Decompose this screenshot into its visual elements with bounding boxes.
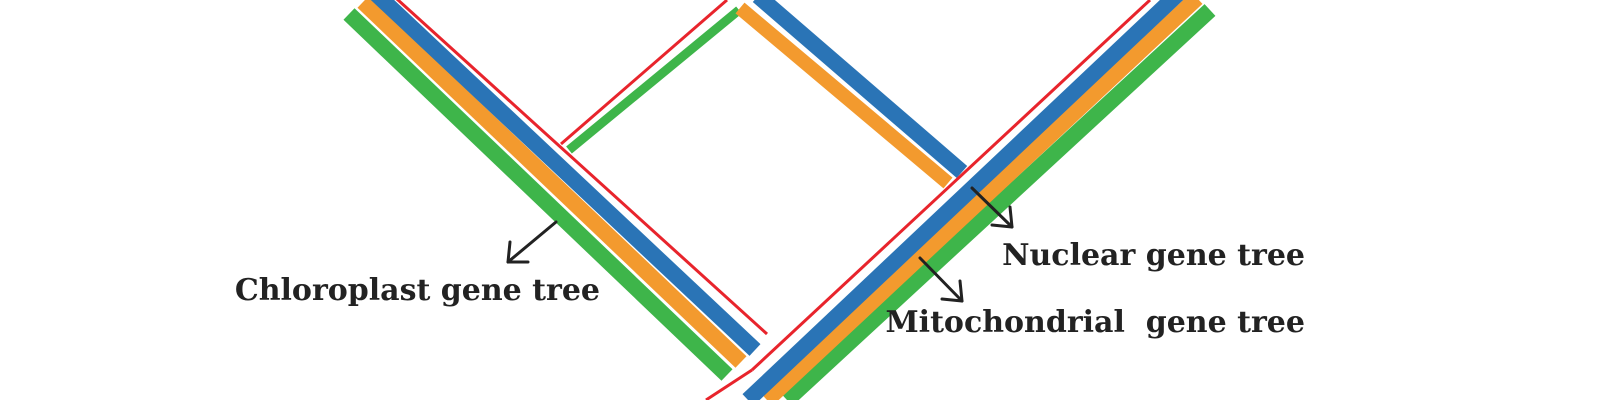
right-branch-green-line: [781, 4, 1216, 400]
gene-tree-branches: [343, 0, 1216, 400]
inner-branch-green-line: [566, 6, 742, 154]
left-branch-orange-line: [357, 0, 747, 368]
right-branch-bundle: [705, 0, 1216, 400]
middle-branch-orange-line: [735, 2, 953, 189]
chloroplast-gene-tree-label: Chloroplast gene tree: [235, 273, 600, 308]
nuclear-arrowhead: [990, 205, 1014, 229]
middle-branch-blue-line: [752, 0, 968, 179]
nuclear-gene-tree-label: Nuclear gene tree: [1002, 238, 1305, 273]
right-branch-blue-line: [742, 0, 1184, 400]
mitochondrial-arrow: [918, 256, 964, 303]
left-branch-bundle: [343, 0, 769, 381]
left-branch-green-line: [343, 8, 733, 381]
nuclear-arrow: [970, 186, 1014, 229]
chloroplast-arrow: [506, 220, 558, 264]
chloroplast-arrowhead: [506, 240, 530, 264]
nuclear-arrow-shaft: [970, 186, 1014, 229]
mitochondrial-arrow-shaft: [918, 256, 964, 303]
root-red-stub-line: [705, 368, 753, 400]
chloroplast-arrow-shaft: [506, 220, 558, 264]
left-branch-blue-line: [370, 0, 761, 356]
inner-small-branch: [560, 0, 742, 154]
right-branch-red-line: [750, 0, 1152, 372]
inner-branch-red-line: [560, 0, 728, 146]
left-branch-red-line: [395, 0, 769, 336]
mitochondrial-gene-tree-label: Mitochondrial gene tree: [885, 305, 1305, 340]
mitochondrial-arrowhead: [940, 279, 964, 303]
middle-branch-bundle: [735, 0, 968, 189]
annotation-arrows: [506, 186, 1014, 303]
